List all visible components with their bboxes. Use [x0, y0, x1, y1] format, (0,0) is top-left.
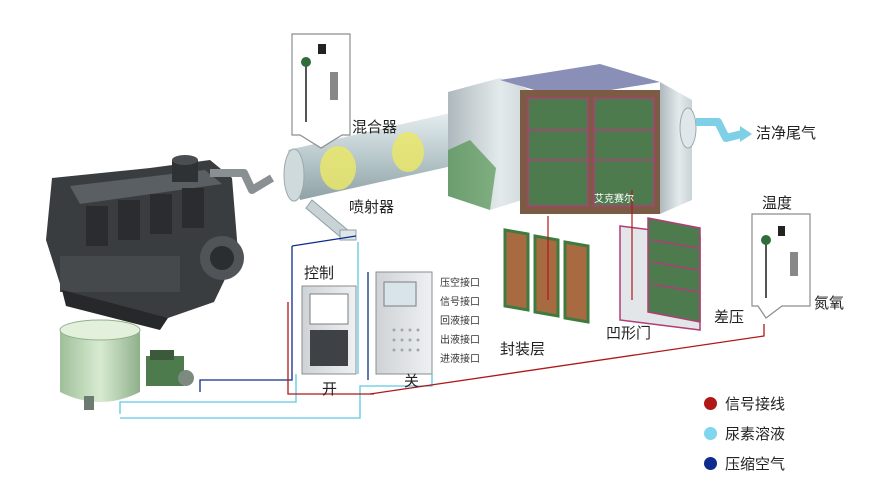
urea-tank-image	[59, 319, 141, 410]
urea-solution-lines	[119, 242, 433, 419]
concave-door-label: 凹形门	[606, 324, 652, 342]
legend-urea-label: 尿素溶液	[725, 425, 786, 443]
injector-image	[305, 199, 357, 241]
pressure-diff-label: 差压	[714, 308, 745, 326]
mixer-label: 混合器	[352, 118, 398, 136]
legend-air-label: 压缩空气	[725, 455, 786, 473]
clean-exhaust-arrow-head	[740, 126, 752, 142]
port-label-signal: 信号接口	[440, 297, 480, 308]
legend-urea-dot	[704, 427, 717, 440]
brand-label: 艾克赛尔	[594, 194, 634, 205]
open-label: 开	[322, 380, 338, 398]
port-label-inlet: 进液接口	[440, 354, 480, 365]
legend-urea-solution: 尿素溶液	[704, 423, 785, 444]
legend-air-dot	[704, 457, 717, 470]
diesel-engine-image	[46, 155, 244, 330]
legend-signal-dot	[704, 397, 717, 410]
exhaust-arrow-in	[210, 169, 275, 194]
concave-door-image	[619, 217, 701, 331]
close-label: 关	[404, 372, 420, 390]
pump-cabinet-image	[375, 271, 433, 375]
clean-exhaust-label: 洁净尾气	[756, 124, 817, 142]
transfer-pump-image	[146, 350, 194, 386]
injector-label: 喷射器	[349, 198, 395, 216]
signal-lines	[287, 302, 765, 395]
control-label: 控制	[304, 264, 335, 282]
port-label-air: 压空接口	[440, 278, 480, 289]
port-label-return: 回液接口	[440, 316, 480, 327]
nox-label: 氮氧	[814, 294, 845, 312]
clean-exhaust-arrow	[696, 118, 743, 142]
legend-signal-wiring: 信号接线	[704, 393, 785, 414]
scr-reactor-image	[448, 64, 697, 214]
legend-compressed-air: 压缩空气	[704, 453, 785, 474]
port-label-outlet: 出液接口	[440, 335, 480, 346]
legend-signal-label: 信号接线	[725, 395, 786, 413]
compressed-air-lines	[199, 235, 369, 392]
encapsulation-layer-image	[503, 228, 590, 324]
temperature-sensor-callout	[751, 213, 811, 319]
control-cabinet-image	[301, 285, 357, 375]
encapsulation-label: 封装层	[500, 340, 546, 358]
mixer-pipe-image	[283, 112, 470, 202]
temperature-label: 温度	[762, 194, 793, 212]
mixer-sensor-callout	[291, 33, 351, 149]
